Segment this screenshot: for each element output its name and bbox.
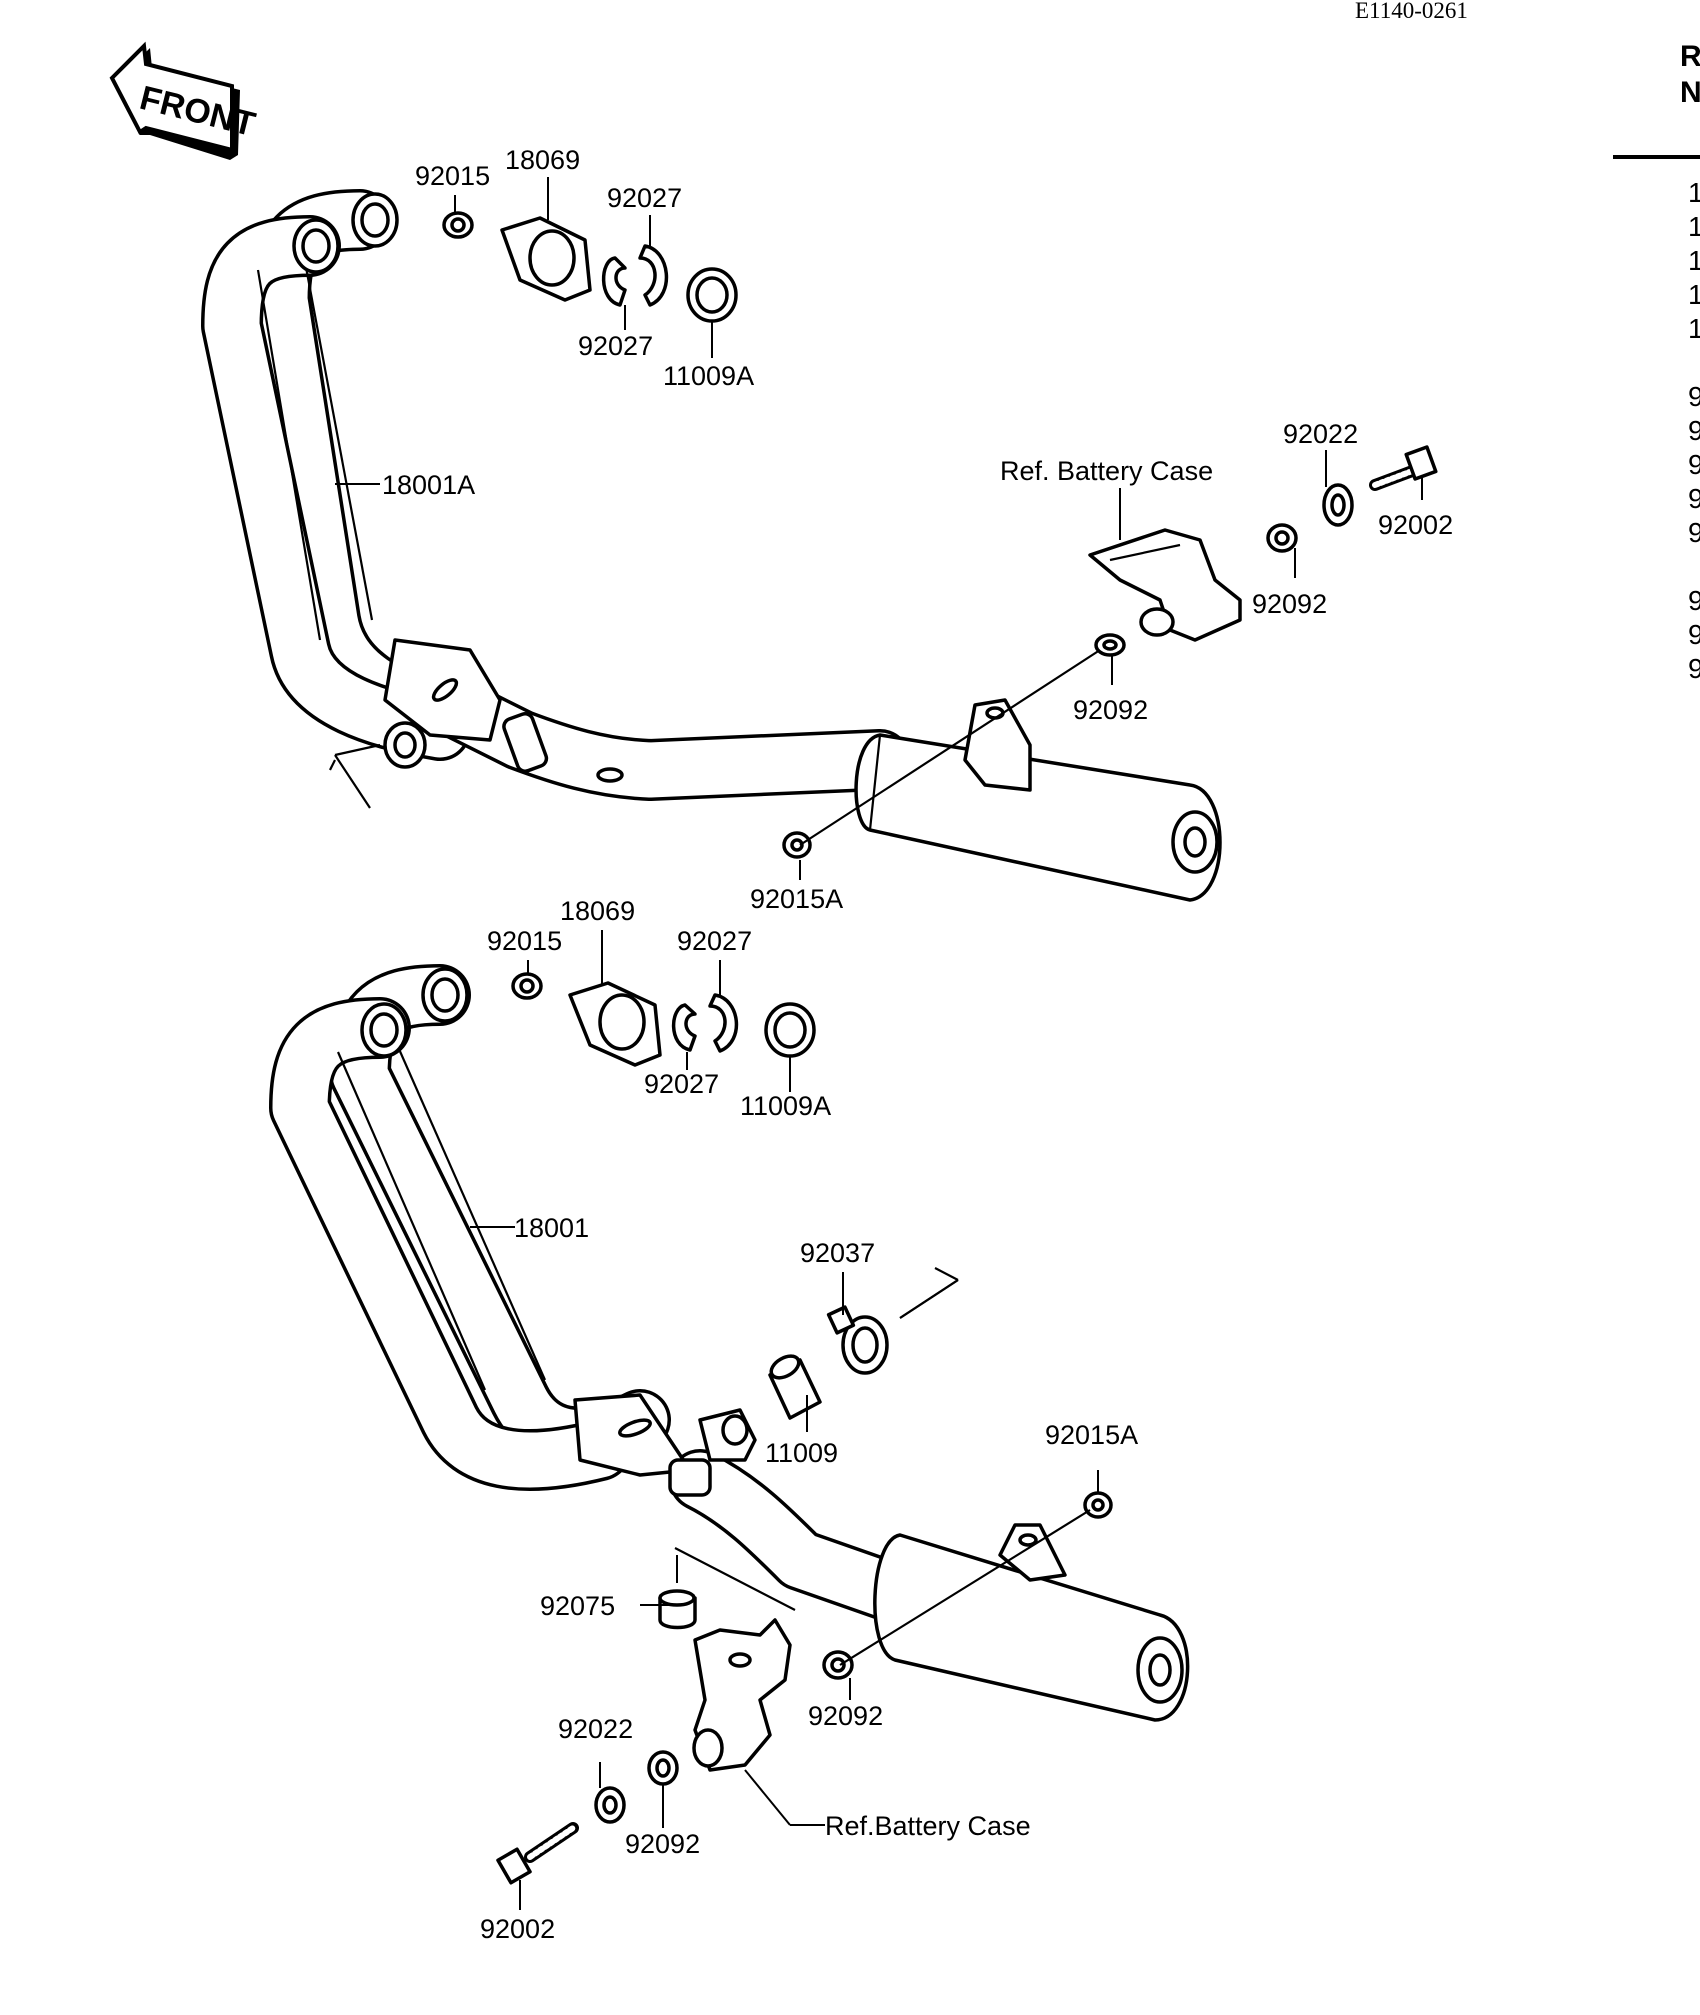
top-nut-92015: [442, 211, 474, 239]
bottom-nut-92092-stay: [822, 1650, 854, 1680]
bottom-damper-92092: [647, 1750, 679, 1786]
label-bottom-nut: 92015: [487, 926, 562, 956]
label-top-gasket: 11009A: [663, 361, 754, 391]
bottom-exhaust-pipe: [269, 964, 931, 1626]
label-bottom-nut-muffler: 92015A: [1045, 1420, 1138, 1450]
ref-digit: 9: [1688, 653, 1700, 684]
diagram-code: E1140-0261: [1355, 0, 1468, 23]
label-top-holder: 18069: [505, 145, 580, 175]
label-bottom-collar-upper: 92027: [677, 926, 752, 956]
label-top-bolt: 92002: [1378, 510, 1453, 540]
label-top-collar-lower: 92027: [578, 331, 653, 361]
label-top-nut-muffler: 92015A: [750, 884, 843, 914]
label-bottom-bolt: 92002: [480, 1914, 555, 1944]
ref-digit: 9: [1688, 517, 1700, 548]
label-bottom-damper: 92092: [625, 1829, 700, 1859]
bottom-gasket-11009: [768, 1354, 822, 1420]
bottom-leader-lines: [470, 930, 1099, 1910]
ref-column-digits: 1 1 1 1 1 9 9 9 9 9 9 9 9: [1688, 177, 1700, 684]
top-nut-92015A: [782, 831, 812, 859]
bottom-holder-18069: [568, 981, 662, 1067]
label-bottom-gasket: 11009A: [740, 1091, 831, 1121]
bottom-bolt-92002: [496, 1822, 579, 1885]
top-leader-lines: [334, 177, 1423, 880]
top-washer-92022: [1322, 483, 1354, 527]
ref-column-header-line1: R: [1680, 40, 1700, 73]
bottom-gasket-11009A: [764, 1002, 816, 1058]
label-top-collar-upper: 92027: [607, 183, 682, 213]
label-bottom-collar-lower: 92027: [644, 1069, 719, 1099]
ref-digit: 9: [1688, 585, 1700, 616]
top-holder-18069: [500, 216, 592, 302]
label-bottom-exhaust-pipe: 18001: [514, 1213, 589, 1243]
label-bottom-gasket-joint: 11009: [765, 1438, 838, 1468]
top-damper-92092: [1094, 633, 1126, 657]
top-muffler: [854, 698, 1222, 902]
top-battery-case-bracket: [1088, 528, 1242, 642]
label-bottom-clamp: 92037: [800, 1238, 875, 1268]
ref-digit: 1: [1688, 279, 1700, 310]
ref-digit: 9: [1688, 415, 1700, 446]
label-top-exhaust-pipe: 18001A: [382, 470, 475, 500]
label-bottom-washer: 92022: [558, 1714, 633, 1744]
ref-digit: 1: [1688, 177, 1700, 208]
top-exhaust-pipe: [201, 189, 911, 801]
label-top-nut: 92015: [415, 161, 490, 191]
ref-digit: 1: [1688, 211, 1700, 242]
ref-digit: 9: [1688, 449, 1700, 480]
bottom-nut-92015A: [1083, 1491, 1113, 1519]
label-bottom-battery-case: Ref.Battery Case: [825, 1811, 1031, 1841]
ref-digit: 9: [1688, 619, 1700, 650]
label-top-nut-bracket: 92092: [1252, 589, 1327, 619]
bottom-battery-case-bracket: [692, 1618, 792, 1772]
ref-digit: 1: [1688, 313, 1700, 344]
bottom-split-collar: [671, 993, 738, 1053]
bottom-muffler: [873, 1523, 1190, 1722]
label-top-battery-case: Ref. Battery Case: [1000, 456, 1213, 486]
top-gasket-11009A: [686, 267, 738, 323]
label-bottom-nut-stay: 92092: [808, 1701, 883, 1731]
label-top-washer: 92022: [1283, 419, 1358, 449]
bottom-washer-92022: [594, 1786, 626, 1824]
bottom-nut-92015: [511, 972, 543, 1000]
top-bolt-92002: [1369, 445, 1438, 491]
top-nut-92092-bracket: [1266, 523, 1298, 553]
top-split-collar: [601, 244, 668, 307]
label-bottom-holder: 18069: [560, 896, 635, 926]
ref-column-header-line2: N: [1680, 76, 1700, 109]
bottom-clamp-92037: [826, 1305, 889, 1375]
label-bottom-damper-bracket: 92075: [540, 1591, 615, 1621]
front-arrow-icon: FRONT: [109, 41, 259, 160]
bottom-assembly: 92015 18069 92027 92027 11009A 18001 920…: [269, 896, 1190, 1944]
ref-digit: 9: [1688, 381, 1700, 412]
ref-digit: 1: [1688, 245, 1700, 276]
bottom-damper-92075: [658, 1589, 697, 1630]
label-top-damper: 92092: [1073, 695, 1148, 725]
ref-digit: 9: [1688, 483, 1700, 514]
top-assembly: 92015 18069 92027 92027 11009A 18001A Re…: [201, 145, 1453, 914]
